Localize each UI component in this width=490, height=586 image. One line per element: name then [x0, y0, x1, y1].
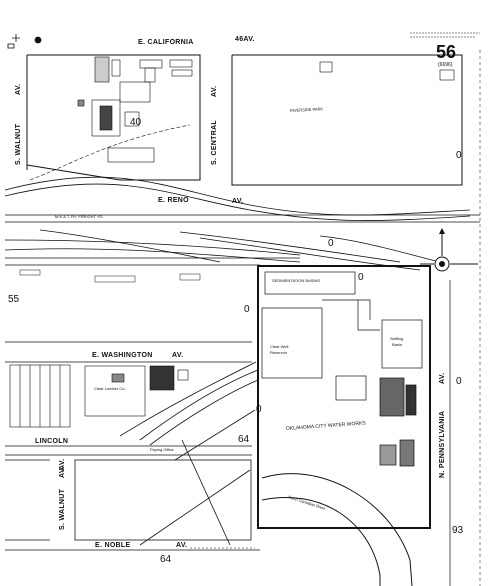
washington-lots [9, 364, 189, 428]
block-riverside-park [231, 54, 463, 186]
water-works-boundary [257, 265, 431, 529]
block-number-55: 55 [8, 294, 20, 305]
street-lincoln: LINCOLN [35, 438, 68, 445]
block-number-64-bottom: 64 [160, 554, 172, 565]
top-left-key [7, 34, 42, 49]
riverside-park-label: RIVERSIDE PARK [290, 106, 324, 113]
park-shelter [439, 69, 455, 81]
block-number-93: 93 [452, 525, 464, 536]
street-washington: E. WASHINGTON [92, 352, 153, 359]
street-walnut-top: S. WALNUT [15, 123, 22, 165]
river-label: North Canadian River [288, 494, 327, 511]
clear-well-label: Clear Well [270, 344, 288, 349]
paying-office-label: Paying Office [150, 447, 174, 452]
street-noble: E. NOBLE [95, 542, 130, 549]
street-pennsylvania: N. PENNSYLVANIA [439, 411, 446, 478]
sedimentation-basins-label: SEDIMENTATION BASINS [272, 278, 320, 283]
settling-basin-sub-label: Basin [392, 342, 402, 347]
compass-rose [420, 228, 478, 272]
street-reno: E. RENO [158, 197, 189, 204]
street-washington-av: AV. [172, 352, 183, 359]
block-number-zero-center-left: 0 [244, 304, 250, 315]
north-canadian-river [261, 473, 413, 586]
park-structure [319, 61, 333, 73]
block-40-label: 40 [130, 117, 142, 128]
street-walnut-bottom-av: AV. [59, 467, 66, 478]
street-46-av: 46AV. [235, 36, 255, 43]
railroad-freight-yard: M.K.& T. RY. FREIGHT YD. [55, 214, 104, 219]
clear-well-sub-label: Reservoir [270, 350, 288, 355]
block-number-zero-right-mid: 0 [456, 376, 462, 387]
block-number-zero-center-right: 0 [358, 272, 364, 283]
buildings-top-block [77, 56, 193, 163]
street-central-av: AV. [211, 86, 218, 97]
street-central: S. CENTRAL [211, 120, 218, 165]
street-walnut-top-av: AV. [15, 84, 22, 95]
block-walnut-central [26, 54, 201, 181]
railroad-curve-top [29, 124, 191, 181]
sheet-number: 56 [436, 42, 456, 62]
block-number-zero-center-top: 0 [328, 238, 334, 249]
railroad-tracks [4, 176, 480, 271]
water-works-interior [261, 271, 423, 467]
settling-basin-label: Settling [390, 336, 403, 341]
street-walnut-bottom: S. WALNUT [59, 488, 66, 530]
bottom-block [5, 439, 252, 546]
street-left-mid-av: AV. [59, 459, 66, 470]
water-works-label: OKLAHOMA CITY WATER WORKS [286, 420, 367, 432]
sheet-number-block: 56 (6696) [410, 32, 480, 68]
street-california: E. CALIFORNIA [138, 39, 194, 46]
diagonal-tracks [119, 361, 259, 461]
street-reno-av: AV. [232, 198, 243, 205]
block-number-zero-left-mid: 0 [256, 404, 262, 415]
yard-buildings [19, 269, 201, 283]
street-pennsylvania-av: AV. [439, 373, 446, 384]
sheet-code: (6696) [438, 62, 453, 68]
block-number-64-mid: 64 [238, 434, 250, 445]
street-noble-av: AV. [176, 542, 187, 549]
block-number-zero-right-top: 0 [456, 150, 462, 161]
lumber-co-label: Clear Lumber Co. [94, 386, 126, 391]
